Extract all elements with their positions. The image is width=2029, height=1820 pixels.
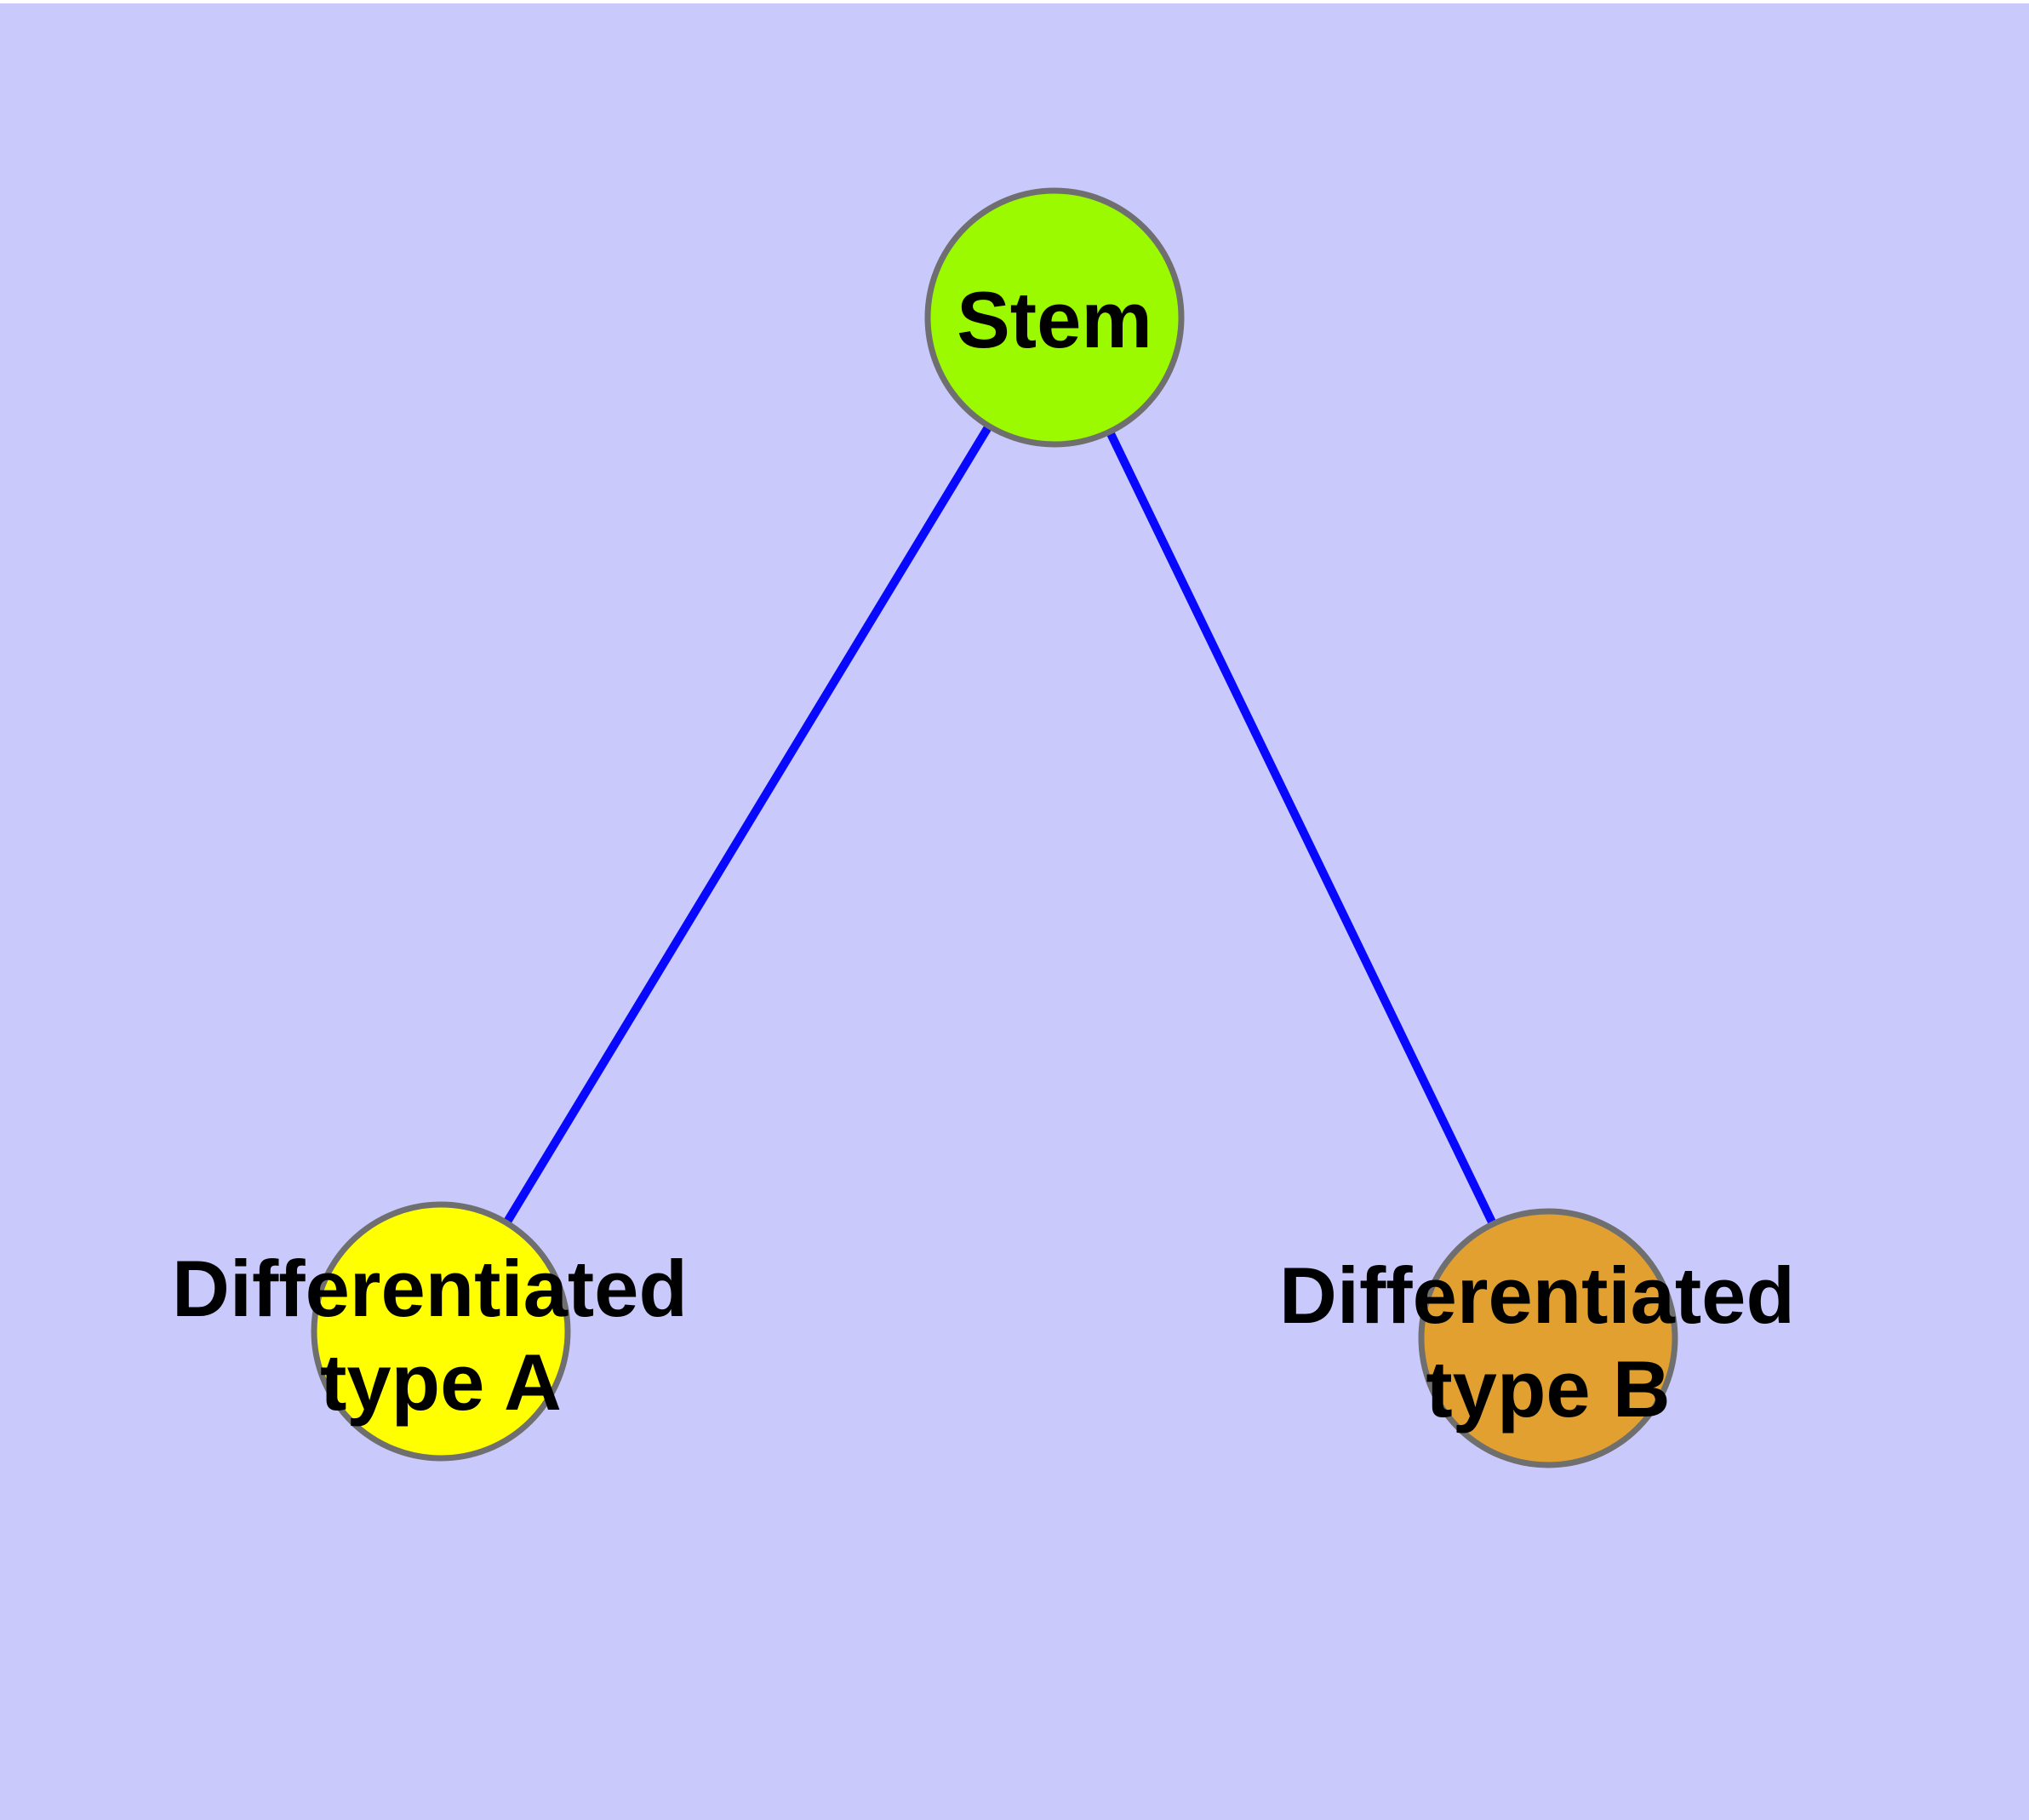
node-stem-label: Stem <box>957 275 1152 364</box>
node-type-b-label-line1: Differentiated <box>1279 1251 1795 1340</box>
node-type-a-label-line1: Differentiated <box>172 1244 688 1333</box>
node-differentiated-type-b: Differentiated type B <box>1279 1208 1817 1468</box>
node-differentiated-type-a: Differentiated type A <box>172 1201 710 1462</box>
node-type-b-label: Differentiated type B <box>1279 1251 1817 1434</box>
node-stem: Stem <box>924 187 1185 448</box>
node-type-a-circle <box>311 1201 571 1462</box>
node-type-b-circle <box>1418 1208 1678 1468</box>
node-type-a-label: Differentiated type A <box>172 1244 710 1427</box>
node-type-a-label-line2: type A <box>320 1337 562 1427</box>
node-type-b-label-line2: type B <box>1426 1344 1670 1434</box>
edge-stem-to-type-a <box>437 315 1059 1334</box>
node-stem-circle <box>924 187 1185 448</box>
edge-stem-to-type-b <box>1050 315 1552 1341</box>
